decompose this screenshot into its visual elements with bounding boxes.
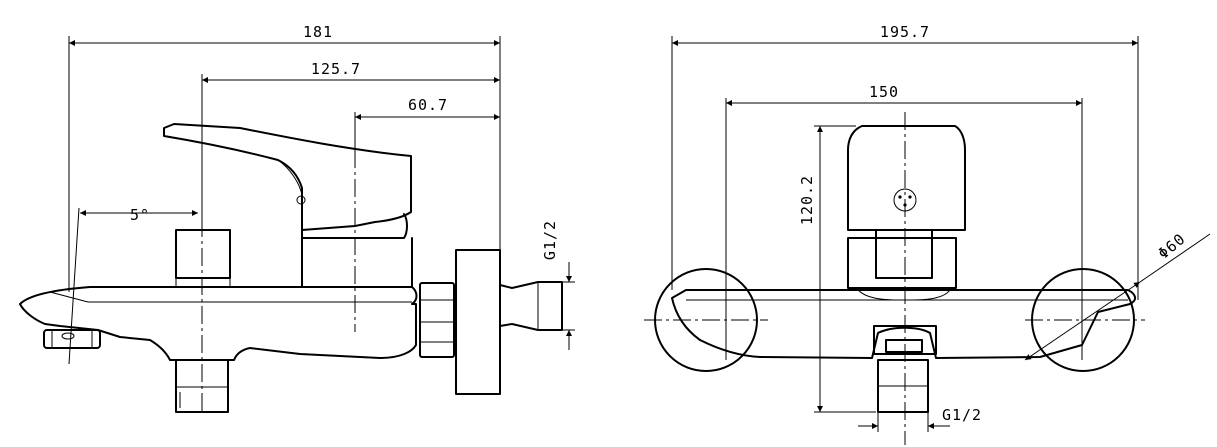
spout-aerator — [43, 329, 101, 349]
dimension-overall-length-label: 181 — [303, 23, 333, 41]
lever-handle — [163, 123, 412, 231]
dimension-flange-diameter: Φ60 — [1024, 230, 1211, 361]
dimension-flange-diameter-label: Φ60 — [1154, 230, 1189, 263]
lever-front — [847, 125, 966, 231]
dimension-inlet-thread-front: G1/2 — [858, 406, 982, 432]
dimension-lever-to-outlet-label: 60.7 — [408, 96, 448, 114]
dimension-inlet-thread-side: G1/2 — [541, 220, 575, 350]
dimension-inlet-spacing-label: 150 — [869, 83, 899, 101]
body-front — [671, 289, 1136, 359]
dimension-inlet-thread-side-label: G1/2 — [541, 220, 559, 260]
spout-body — [19, 286, 418, 361]
connector-nut — [419, 282, 455, 358]
dimension-height-label: 120.2 — [798, 175, 816, 225]
dimension-inlet-spacing: 150 — [726, 83, 1082, 106]
front-view: 195.7 150 120.2 Φ60 — [644, 23, 1211, 445]
dimension-overall-width: 195.7 — [672, 23, 1138, 46]
dimension-height: 120.2 — [798, 125, 876, 413]
diverter-knob — [175, 229, 231, 279]
wall-flange-side — [455, 249, 501, 395]
dimension-overall-length: 181 — [69, 23, 500, 46]
eccentric-inlet — [499, 281, 563, 331]
dimension-overall-width-label: 195.7 — [880, 23, 930, 41]
dimension-angle: 5° — [68, 206, 198, 365]
dimension-angle-label: 5° — [130, 206, 150, 224]
lever-screw — [296, 195, 306, 205]
dimension-inlet-thread-front-label: G1/2 — [942, 406, 982, 424]
wall-flange-left — [644, 268, 768, 372]
side-view: 181 125.7 60.7 5° — [19, 23, 575, 413]
dimension-lever-to-outlet: 60.7 — [355, 96, 500, 120]
cartridge-front — [847, 229, 957, 289]
dimension-handle-to-outlet-label: 125.7 — [311, 60, 361, 78]
dimension-handle-to-outlet: 125.7 — [202, 60, 500, 83]
